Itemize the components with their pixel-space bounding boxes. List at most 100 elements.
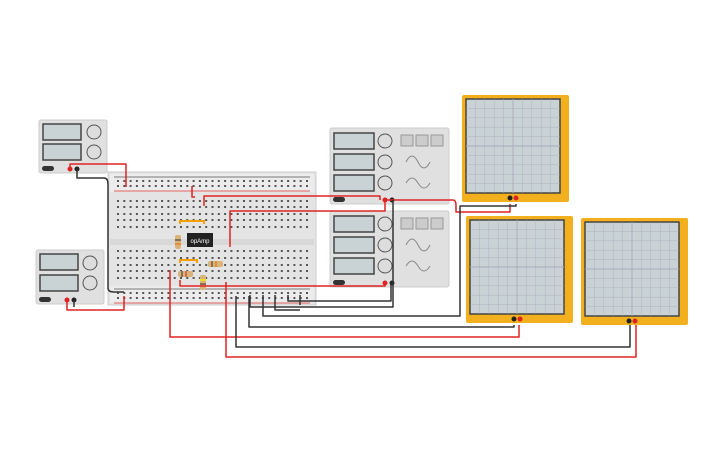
- breadboard-hole[interactable]: [261, 226, 264, 228]
- voltage-knob[interactable]: [82, 255, 98, 271]
- breadboard-hole[interactable]: [293, 264, 296, 266]
- opamp-chip[interactable]: opAmp: [187, 233, 213, 247]
- breadboard-hole[interactable]: [205, 270, 208, 272]
- breadboard-hole[interactable]: [205, 200, 208, 202]
- resistor[interactable]: [175, 235, 181, 249]
- breadboard-hole[interactable]: [306, 219, 308, 221]
- oscilloscope-2[interactable]: [466, 216, 573, 323]
- breadboard-hole[interactable]: [306, 257, 308, 259]
- breadboard-hole[interactable]: [129, 200, 132, 202]
- breadboard-hole[interactable]: [129, 297, 132, 299]
- breadboard-hole[interactable]: [161, 292, 164, 294]
- breadboard-hole[interactable]: [287, 257, 290, 259]
- breadboard-hole[interactable]: [230, 180, 233, 182]
- breadboard-hole[interactable]: [236, 185, 239, 187]
- breadboard-hole[interactable]: [268, 213, 271, 215]
- breadboard-hole[interactable]: [268, 219, 271, 221]
- breadboard-hole[interactable]: [224, 250, 227, 252]
- breadboard-hole[interactable]: [186, 180, 189, 182]
- breadboard-hole[interactable]: [287, 292, 290, 294]
- knob[interactable]: [377, 237, 393, 253]
- breadboard-hole[interactable]: [192, 185, 195, 187]
- breadboard-hole[interactable]: [243, 213, 245, 215]
- breadboard-hole[interactable]: [255, 213, 258, 215]
- breadboard-hole[interactable]: [293, 257, 296, 259]
- breadboard-hole[interactable]: [198, 297, 201, 299]
- breadboard-hole[interactable]: [280, 226, 283, 228]
- resistor[interactable]: [200, 275, 206, 290]
- breadboard-hole[interactable]: [154, 213, 157, 215]
- breadboard-hole[interactable]: [211, 180, 214, 182]
- breadboard-hole[interactable]: [236, 257, 239, 259]
- breadboard-hole[interactable]: [211, 250, 214, 252]
- breadboard-hole[interactable]: [129, 264, 132, 266]
- breadboard-hole[interactable]: [205, 264, 208, 266]
- breadboard-hole[interactable]: [261, 257, 264, 259]
- breadboard-hole[interactable]: [123, 180, 126, 182]
- sine-wave-button[interactable]: [430, 134, 444, 147]
- breadboard-hole[interactable]: [154, 185, 157, 187]
- breadboard-hole[interactable]: [299, 264, 302, 266]
- breadboard-hole[interactable]: [161, 270, 164, 272]
- breadboard-hole[interactable]: [230, 185, 233, 187]
- breadboard-hole[interactable]: [161, 180, 164, 182]
- breadboard-hole[interactable]: [306, 226, 308, 228]
- breadboard-hole[interactable]: [261, 292, 264, 294]
- breadboard-hole[interactable]: [268, 206, 271, 208]
- breadboard-hole[interactable]: [148, 226, 151, 228]
- breadboard-hole[interactable]: [167, 219, 170, 221]
- breadboard-hole[interactable]: [306, 200, 308, 202]
- breadboard-hole[interactable]: [180, 250, 182, 252]
- breadboard-hole[interactable]: [148, 277, 151, 279]
- breadboard-hole[interactable]: [198, 213, 201, 215]
- breadboard-hole[interactable]: [161, 200, 164, 202]
- breadboard-hole[interactable]: [280, 206, 283, 208]
- breadboard-hole[interactable]: [268, 185, 271, 187]
- breadboard-hole[interactable]: [293, 180, 296, 182]
- breadboard-hole[interactable]: [280, 270, 283, 272]
- breadboard-hole[interactable]: [205, 206, 208, 208]
- breadboard-hole[interactable]: [198, 277, 201, 279]
- breadboard-hole[interactable]: [154, 297, 157, 299]
- breadboard-hole[interactable]: [217, 226, 220, 228]
- breadboard-hole[interactable]: [135, 277, 138, 279]
- breadboard-hole[interactable]: [148, 250, 151, 252]
- breadboard-hole[interactable]: [293, 292, 296, 294]
- breadboard-hole[interactable]: [306, 213, 308, 215]
- breadboard-hole[interactable]: [268, 257, 271, 259]
- breadboard-hole[interactable]: [154, 270, 157, 272]
- breadboard-hole[interactable]: [180, 292, 182, 294]
- breadboard-hole[interactable]: [154, 219, 157, 221]
- breadboard-hole[interactable]: [236, 213, 239, 215]
- breadboard-hole[interactable]: [236, 206, 239, 208]
- breadboard-hole[interactable]: [198, 180, 201, 182]
- breadboard-hole[interactable]: [243, 292, 245, 294]
- breadboard-hole[interactable]: [186, 257, 189, 259]
- breadboard-hole[interactable]: [173, 219, 176, 221]
- breadboard-hole[interactable]: [142, 297, 145, 299]
- breadboard-hole[interactable]: [268, 292, 271, 294]
- breadboard-hole[interactable]: [299, 180, 302, 182]
- breadboard-hole[interactable]: [299, 200, 302, 202]
- breadboard-hole[interactable]: [148, 270, 151, 272]
- breadboard-hole[interactable]: [161, 185, 164, 187]
- breadboard-hole[interactable]: [167, 257, 170, 259]
- breadboard-hole[interactable]: [180, 297, 182, 299]
- breadboard-hole[interactable]: [249, 219, 252, 221]
- square-wave-button[interactable]: [400, 217, 414, 230]
- breadboard-hole[interactable]: [255, 292, 258, 294]
- breadboard-hole[interactable]: [287, 277, 290, 279]
- breadboard-hole[interactable]: [230, 219, 233, 221]
- breadboard-hole[interactable]: [280, 213, 283, 215]
- breadboard-hole[interactable]: [161, 297, 164, 299]
- breadboard-hole[interactable]: [173, 270, 176, 272]
- voltage-knob[interactable]: [86, 124, 102, 140]
- knob[interactable]: [377, 154, 393, 170]
- breadboard-hole[interactable]: [117, 226, 119, 228]
- breadboard-hole[interactable]: [236, 226, 239, 228]
- breadboard-hole[interactable]: [261, 270, 264, 272]
- breadboard-hole[interactable]: [287, 185, 290, 187]
- breadboard-hole[interactable]: [180, 206, 182, 208]
- breadboard-hole[interactable]: [230, 200, 233, 202]
- breadboard-hole[interactable]: [117, 270, 119, 272]
